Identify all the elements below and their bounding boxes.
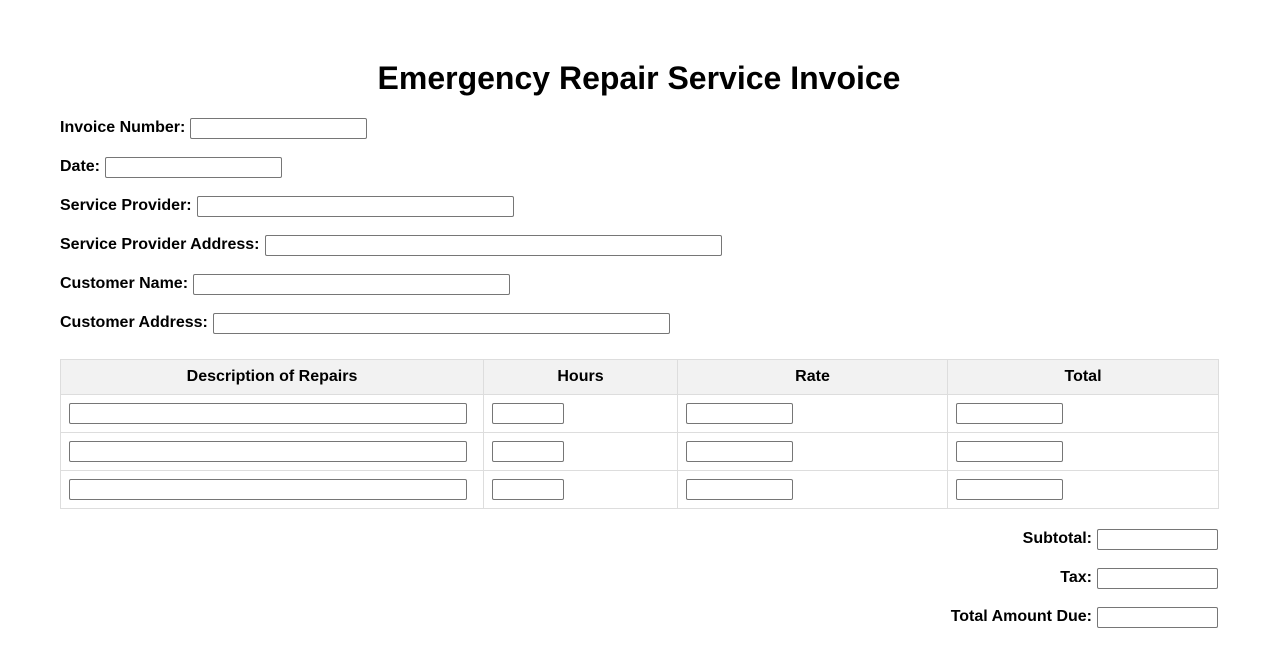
customer-address-input[interactable] [212, 312, 670, 334]
hours-cell [483, 432, 678, 471]
table-row [60, 394, 1219, 433]
service-provider-row: Service Provider: [60, 195, 514, 217]
description-cell [60, 394, 484, 433]
date-input[interactable] [105, 156, 283, 178]
line-total-input[interactable] [956, 403, 1063, 424]
rate-cell [677, 470, 948, 509]
service-provider-input[interactable] [196, 195, 514, 217]
rate-input[interactable] [686, 403, 793, 424]
customer-name-row: Customer Name: [60, 273, 511, 295]
rate-cell [677, 394, 948, 433]
tax-input[interactable] [1097, 567, 1218, 589]
customer-address-row: Customer Address: [60, 312, 670, 334]
service-provider-address-input[interactable] [264, 234, 722, 256]
description-input[interactable] [69, 479, 467, 500]
total-amount-due-row: Total Amount Due: [951, 606, 1218, 628]
column-header-hours: Hours [483, 359, 678, 395]
tax-row: Tax: [1060, 567, 1218, 589]
description-input[interactable] [69, 441, 467, 462]
table-row [60, 432, 1219, 471]
customer-name-label: Customer Name: [60, 275, 189, 292]
description-input[interactable] [69, 403, 467, 424]
subtotal-input[interactable] [1097, 528, 1218, 550]
column-header-rate: Rate [677, 359, 948, 395]
rate-input[interactable] [686, 479, 793, 500]
customer-address-label: Customer Address: [60, 314, 208, 331]
date-label: Date: [60, 158, 101, 175]
hours-input[interactable] [492, 441, 564, 462]
subtotal-row: Subtotal: [1023, 528, 1218, 550]
rate-cell [677, 432, 948, 471]
invoice-number-row: Invoice Number: [60, 117, 368, 139]
invoice-number-label: Invoice Number: [60, 119, 186, 136]
service-provider-label: Service Provider: [60, 197, 192, 214]
rate-input[interactable] [686, 441, 793, 462]
total-amount-due-label: Total Amount Due: [950, 608, 1092, 625]
service-provider-address-label: Service Provider Address: [60, 236, 260, 253]
date-row: Date: [60, 156, 283, 178]
hours-cell [483, 394, 678, 433]
description-cell [60, 432, 484, 471]
column-header-total: Total [947, 359, 1219, 395]
hours-input[interactable] [492, 403, 564, 424]
subtotal-label: Subtotal: [1022, 530, 1092, 547]
total-cell [947, 394, 1219, 433]
line-total-input[interactable] [956, 479, 1063, 500]
description-cell [60, 470, 484, 509]
hours-cell [483, 470, 678, 509]
total-amount-due-input[interactable] [1097, 606, 1218, 628]
total-cell [947, 432, 1219, 471]
line-total-input[interactable] [956, 441, 1063, 462]
column-header-description: Description of Repairs [60, 359, 484, 395]
page-title: Emergency Repair Service Invoice [377, 60, 901, 96]
customer-name-input[interactable] [193, 273, 511, 295]
total-cell [947, 470, 1219, 509]
table-row [60, 470, 1219, 509]
service-provider-address-row: Service Provider Address: [60, 234, 722, 256]
repairs-table: Description of Repairs Hours Rate Total [60, 359, 1219, 509]
table-header-row: Description of Repairs Hours Rate Total [60, 359, 1219, 395]
hours-input[interactable] [492, 479, 564, 500]
invoice-number-input[interactable] [190, 117, 368, 139]
tax-label: Tax: [1060, 569, 1092, 586]
